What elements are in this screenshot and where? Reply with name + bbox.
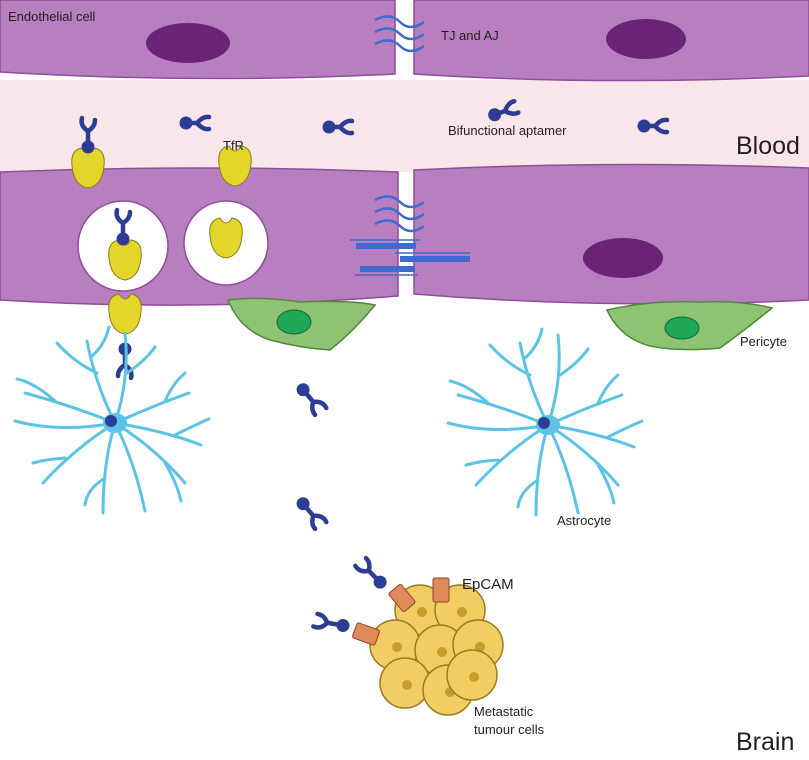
astrocyte-right xyxy=(446,327,644,517)
label-brain: Brain xyxy=(736,728,794,756)
nucleus-top-right xyxy=(606,19,686,59)
aptamer-tumour-1 xyxy=(355,557,390,592)
nucleus-bottom-right xyxy=(583,238,663,278)
epcam-3 xyxy=(351,621,381,647)
nucleus-top-left xyxy=(146,23,230,63)
adherens-junction xyxy=(350,239,470,276)
epcam-2 xyxy=(432,577,450,603)
tight-junction-top xyxy=(374,15,425,53)
aptamer-brain-2 xyxy=(294,495,327,531)
astrocyte-left xyxy=(13,325,211,515)
label-blood: Blood xyxy=(736,132,800,160)
label-endothelial-cell: Endothelial cell xyxy=(8,9,96,24)
label-metastatic: Metastatic xyxy=(474,704,534,719)
aptamer-brain-1 xyxy=(294,381,327,417)
endothelial-cell-bottom-right xyxy=(413,163,809,305)
tumour-cluster xyxy=(369,584,504,716)
pericyte-nucleus-right xyxy=(664,316,700,340)
label-epcam: EpCAM xyxy=(462,576,514,593)
label-tumour-cells: tumour cells xyxy=(474,722,545,737)
tfr-receptor-abluminal xyxy=(108,293,142,335)
blood-lumen xyxy=(0,80,809,172)
label-tfr: TfR xyxy=(223,138,244,153)
label-bifunctional-aptamer: Bifunctional aptamer xyxy=(448,123,567,138)
aptamer-tumour-2 xyxy=(313,614,350,633)
pericyte-nucleus-left xyxy=(276,309,312,335)
label-pericyte: Pericyte xyxy=(740,334,787,349)
label-astrocyte: Astrocyte xyxy=(557,513,611,528)
tight-junction-bottom xyxy=(374,195,425,233)
label-tj-aj: TJ and AJ xyxy=(441,28,499,43)
